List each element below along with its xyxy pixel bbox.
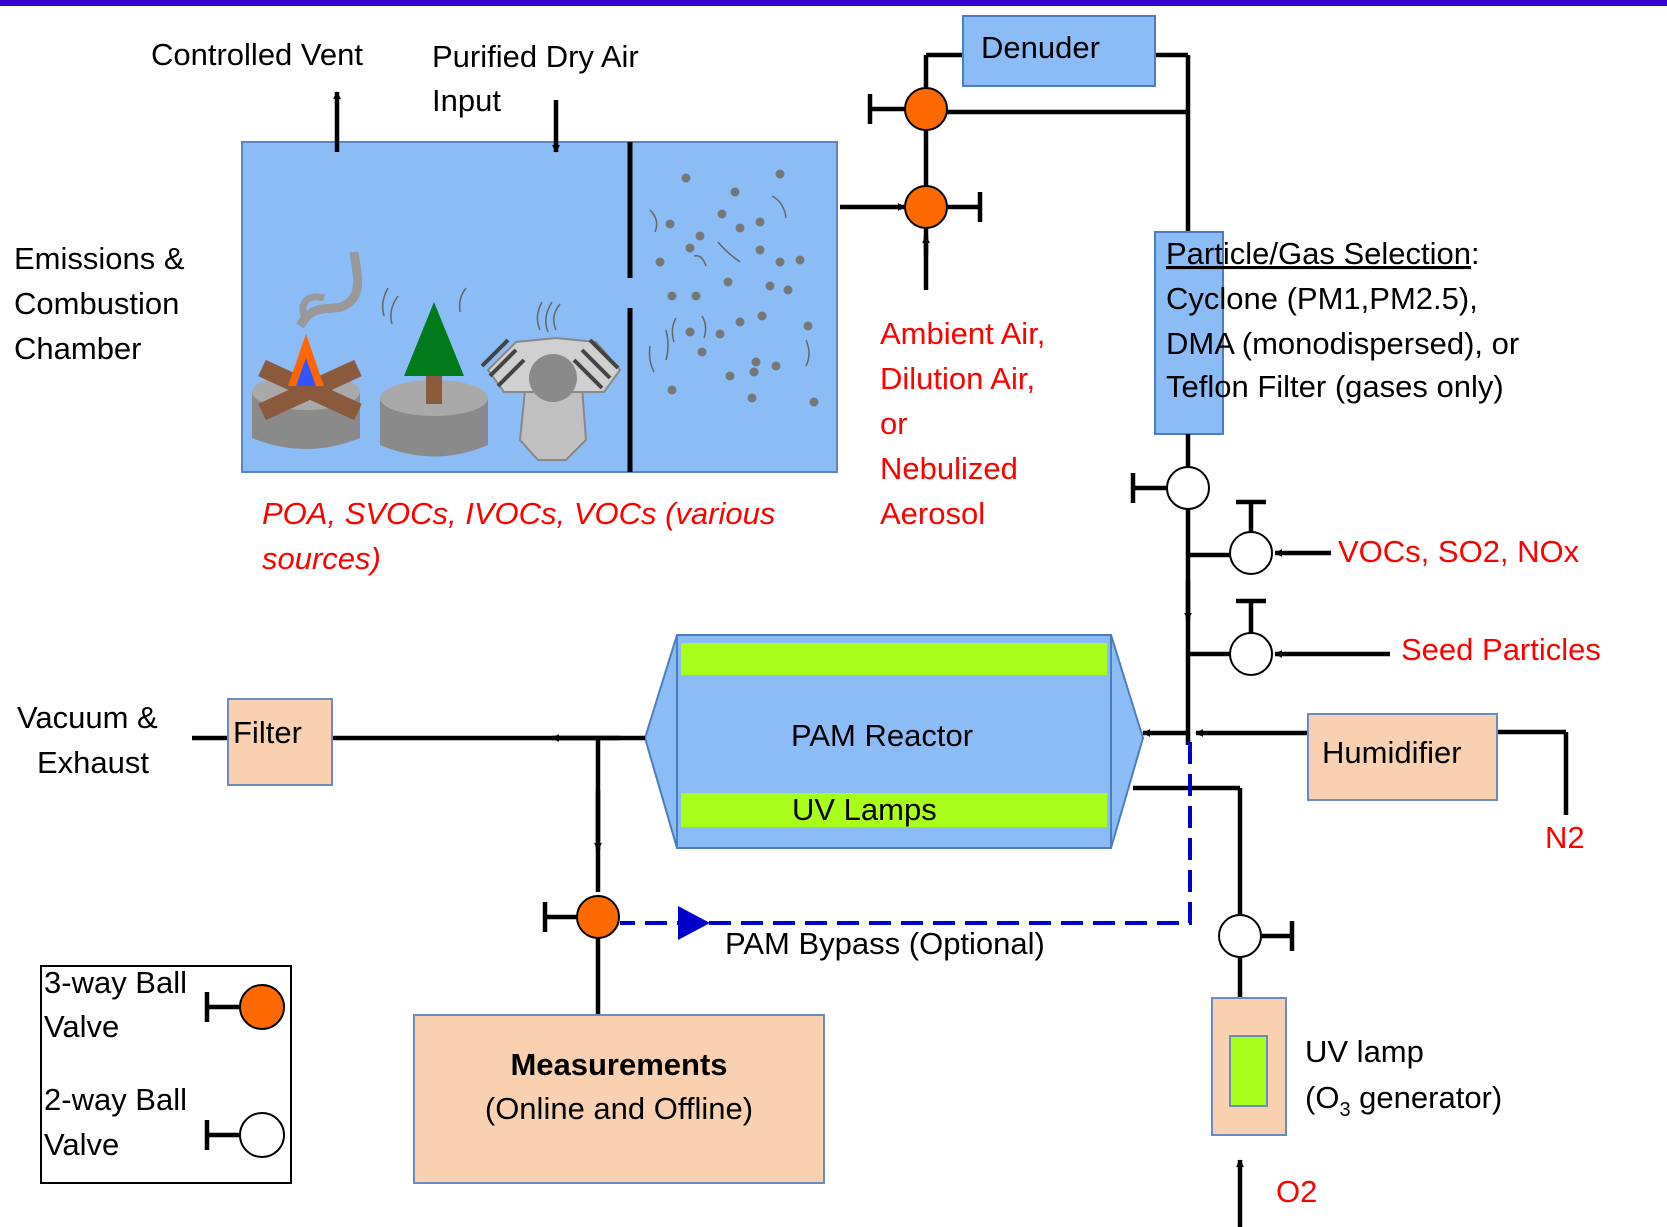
denuder-box [962, 15, 1156, 87]
two-way-valve-vocs [1229, 531, 1273, 575]
controlled-vent-label: Controlled Vent [151, 37, 363, 72]
bypass-line [620, 742, 1192, 925]
ambient-air-label: Ambient Air, Dilution Air, or Nebulized … [880, 316, 1054, 531]
three-way-valve-top [904, 87, 948, 131]
vocs-label: VOCs, SO2, NOx [1338, 534, 1580, 569]
particles [655, 169, 819, 407]
humidifier-label: Humidifier [1322, 735, 1462, 770]
bottom-piping [192, 734, 1192, 1015]
chamber-title: Emissions & Combustion Chamber [14, 241, 193, 366]
humidifier-box [1307, 713, 1498, 801]
uv-lamps-label: UV Lamps [792, 792, 937, 827]
exhaust-label: Vacuum & Exhaust [17, 700, 166, 780]
legend-three-way-label: 3-way Ball Valve [44, 965, 196, 1044]
o2-label: O2 [1276, 1174, 1317, 1209]
bypass-label: PAM Bypass (Optional) [725, 926, 1045, 961]
uv-lamp-label: UV lamp [1305, 1034, 1424, 1069]
two-way-valve-selection [1166, 466, 1210, 510]
legend [40, 965, 292, 1184]
particle-selection-box [1154, 231, 1224, 435]
denuder-label: Denuder [981, 30, 1100, 65]
two-way-valve-seed [1229, 632, 1273, 676]
right-piping [1130, 434, 1569, 1227]
engine-icon [480, 301, 622, 461]
svg-text:DMA (monodispersed), or: DMA (monodispersed), or [1166, 326, 1519, 361]
selection-label: Particle/Gas Selection: Cyclone (PM1,PM2… [1166, 236, 1519, 404]
air-input-label: Purified Dry Air Input [432, 39, 647, 118]
n2-label: N2 [1545, 820, 1585, 855]
svg-text:Cyclone (PM1,PM2.5),: Cyclone (PM1,PM2.5), [1166, 281, 1478, 316]
pam-reactor [643, 634, 1145, 849]
legend-two-way-valve-icon [239, 1112, 285, 1158]
seed-particles-label: Seed Particles [1401, 632, 1601, 667]
tree-icon [380, 287, 488, 457]
sources-label: POA, SVOCs, IVOCs, VOCs (various sources… [262, 496, 784, 576]
uv-lamp-box [1211, 997, 1287, 1136]
selection-title: Particle/Gas Selection [1166, 236, 1471, 271]
filter-label: Filter [233, 715, 302, 750]
two-way-valve-ozone [1218, 914, 1262, 958]
three-way-valve-bypass [576, 895, 620, 939]
campfire-icon [252, 251, 363, 449]
three-way-valve-inlet [904, 185, 948, 229]
ozone-generator-label: (O3 generator) [1305, 1080, 1502, 1121]
pam-reactor-label: PAM Reactor [791, 718, 973, 753]
filter-box [227, 698, 333, 786]
svg-text:Particle/Gas Selection:: Particle/Gas Selection: [1166, 236, 1480, 271]
measurements-subtitle: (Online and Offline) [485, 1091, 753, 1126]
top-border [0, 0, 1667, 6]
top-piping [840, 52, 1191, 290]
bypass-arrow [678, 906, 710, 940]
svg-text:Teflon Filter (gases only): Teflon Filter (gases only) [1166, 369, 1504, 404]
emissions-chamber [241, 141, 838, 473]
legend-three-way-valve-icon [239, 984, 285, 1030]
measurements-title: Measurements [510, 1047, 727, 1082]
legend-two-way-label: 2-way Ball Valve [44, 1082, 196, 1162]
measurements-box [413, 1014, 825, 1184]
